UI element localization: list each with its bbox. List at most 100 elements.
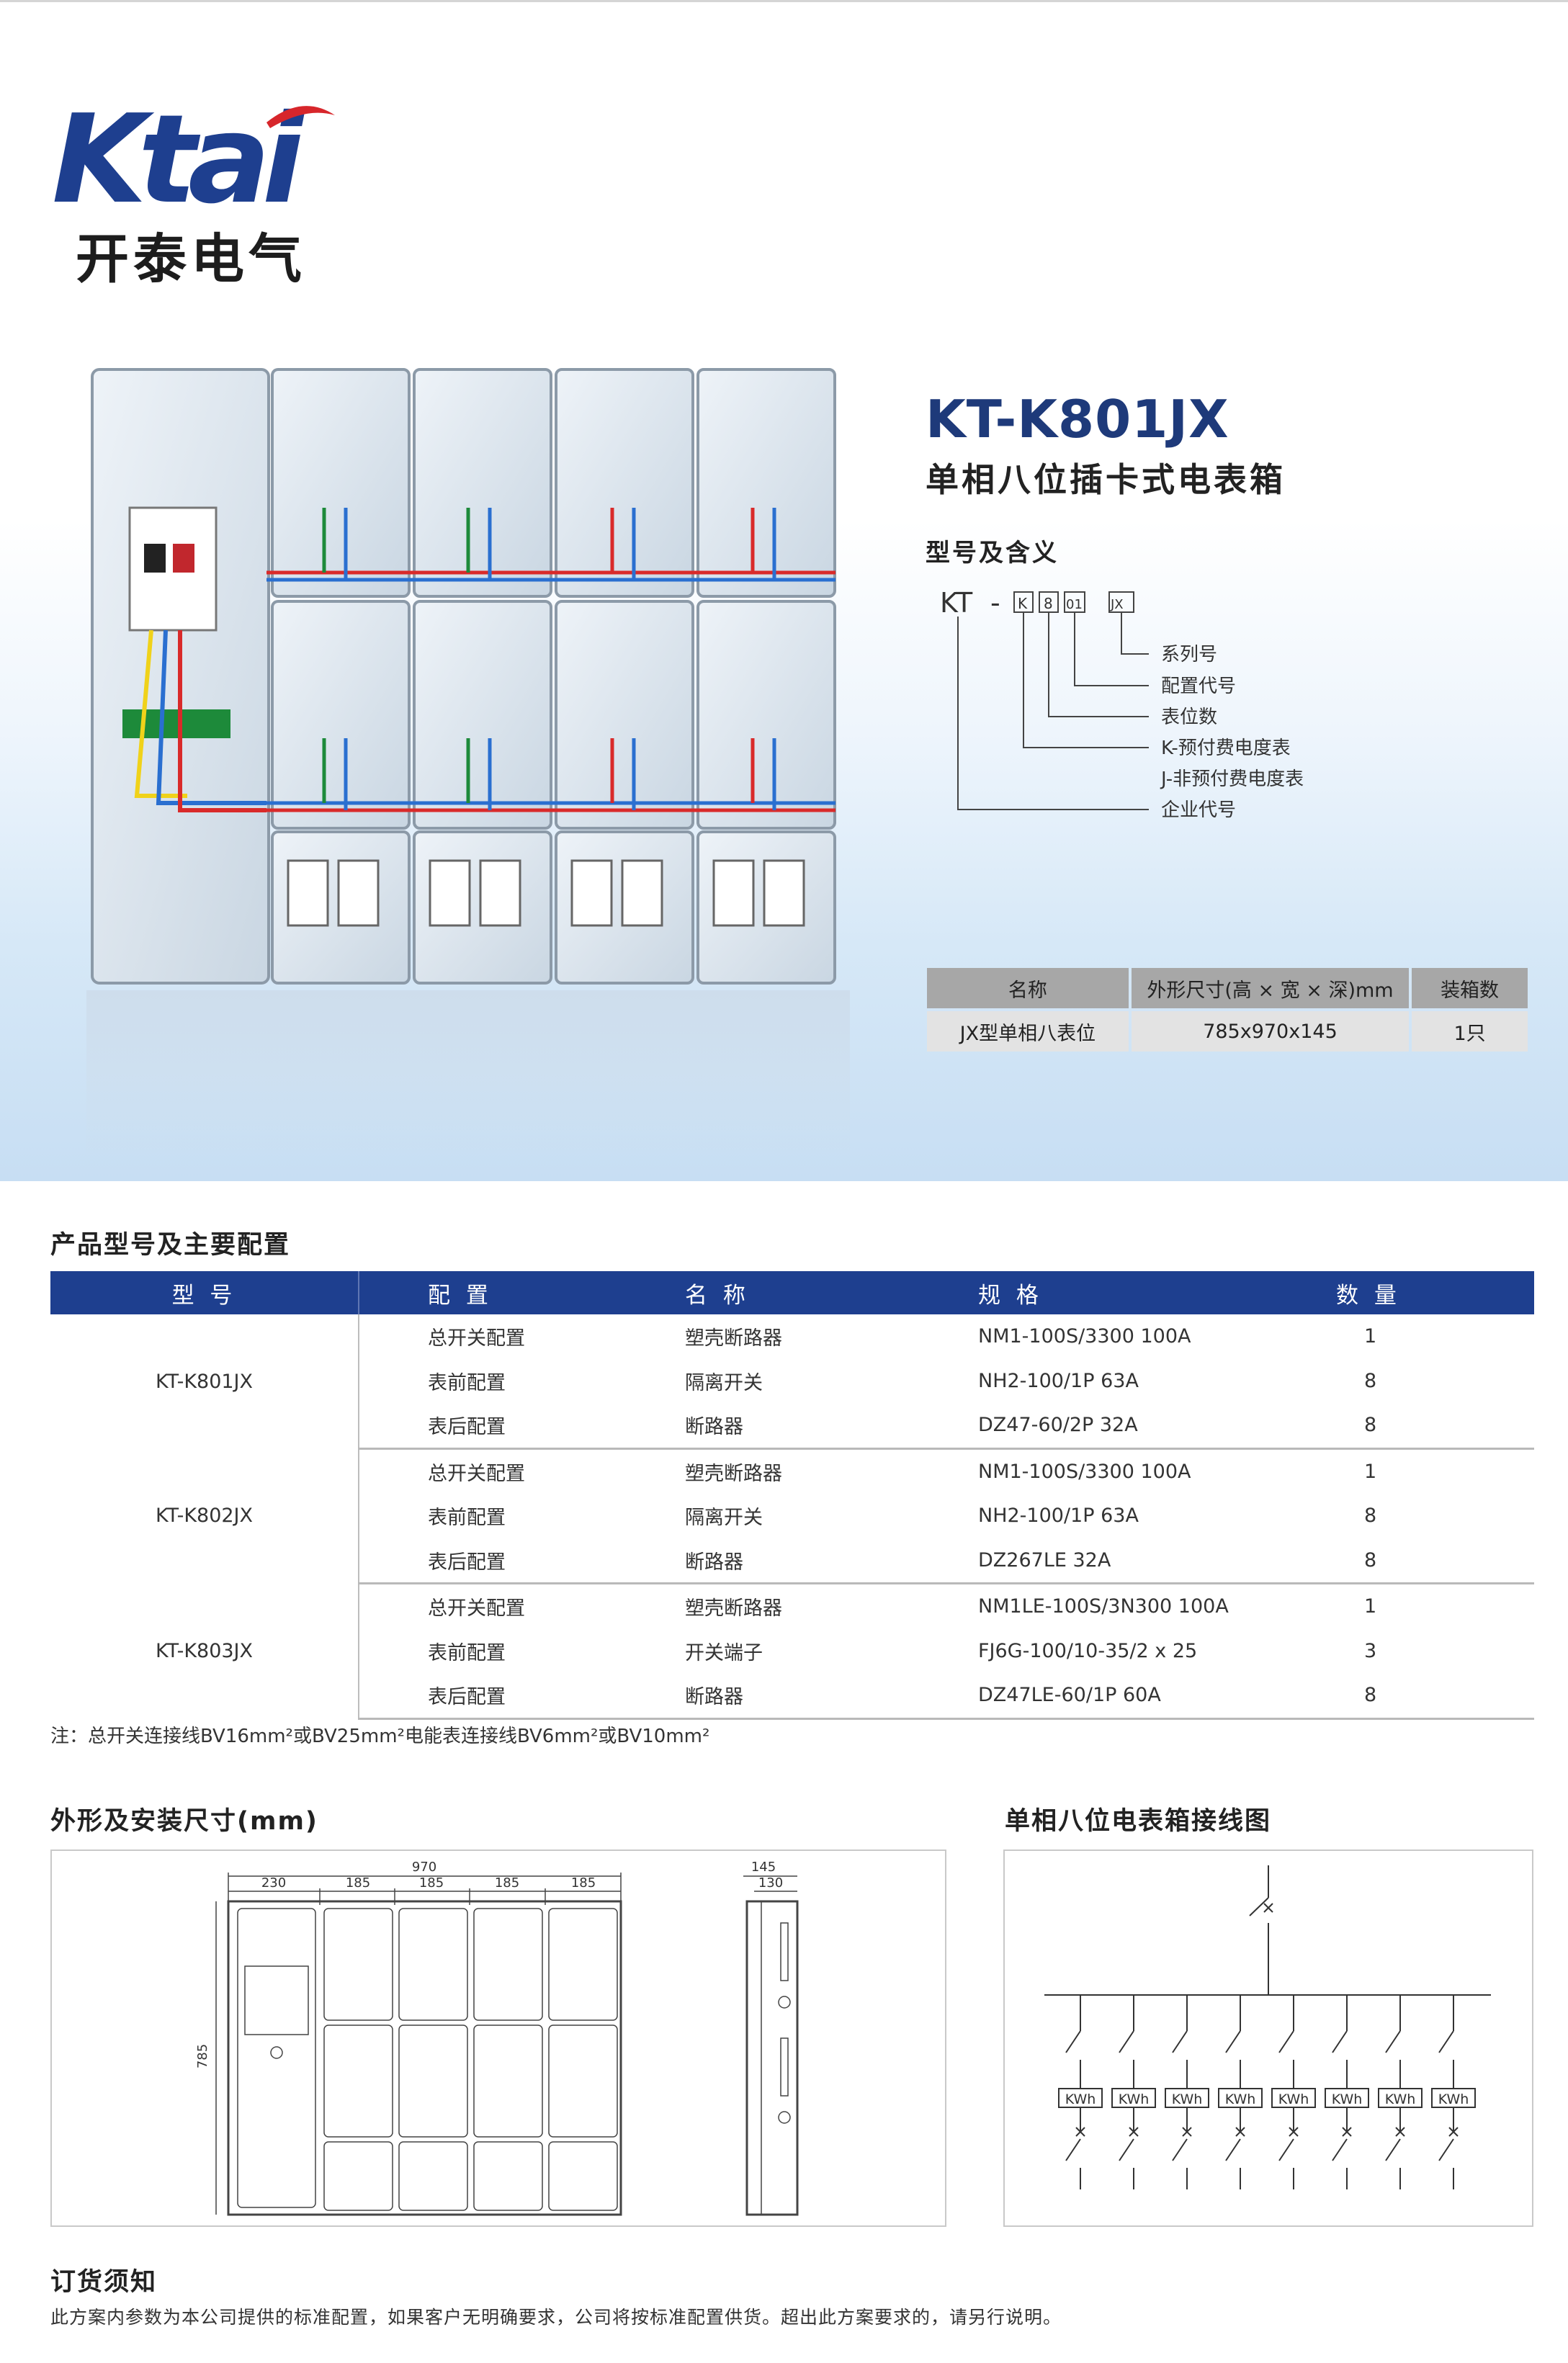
spec-header-size: 外形尺寸(高 × 宽 × 深)mm xyxy=(1131,968,1410,1008)
wire-note: 注：总开关连接线BV16mm²或BV25mm²电能表连接线BV6mm²或BV10… xyxy=(50,1726,710,1747)
model-meaning-title: 型号及含义 xyxy=(926,539,1059,568)
name-cell: 断路器 xyxy=(684,1538,977,1584)
dim-col-3: 185 xyxy=(419,1875,444,1891)
kwh-meter-label: KWh xyxy=(1119,2091,1150,2107)
config-header-spec: 规 格 xyxy=(977,1271,1335,1314)
qty-cell: 1 xyxy=(1364,1325,1377,1348)
table-row: 表后配置 断路器 DZ47LE-60/1P 60A 8 xyxy=(50,1673,1534,1720)
spec-cell: FJ6G-100/10-35/2 x 25 xyxy=(978,1639,1198,1662)
model-code-diagram: KT - K 8 01 JX 系列号 配置代号 表位数 K-预付费电度表 J-非… xyxy=(940,587,1304,821)
brand-name-cn: 开泰电气 xyxy=(76,228,306,290)
config-table: 型 号 配 置 名 称 规 格 数 量 KT-K801JX 总开关配置 塑壳断路… xyxy=(50,1271,1534,1720)
model-cell: KT-K802JX xyxy=(50,1448,359,1584)
dimensions-title: 外形及安装尺寸(mm) xyxy=(50,1807,318,1836)
dim-col-1: 230 xyxy=(261,1875,286,1891)
code-box-4: JX xyxy=(1110,597,1124,612)
spec-cell: NM1LE-100S/3N300 100A xyxy=(978,1595,1229,1618)
ktai-logo: Ktai xyxy=(52,94,335,216)
spec-cell: DZ47-60/2P 32A xyxy=(977,1403,1335,1450)
name-cell: 塑壳断路器 xyxy=(685,1462,782,1485)
legend-non-prepaid: J-非预付费电度表 xyxy=(1160,768,1304,790)
spec-table: 名称 外形尺寸(高 × 宽 × 深)mm 装箱数 JX型单相八表位 785x97… xyxy=(924,965,1531,1054)
kwh-meter-label: KWh xyxy=(1225,2091,1256,2107)
config-cell: 表后配置 xyxy=(359,1538,684,1584)
config-header-name: 名 称 xyxy=(684,1271,977,1314)
qty-cell: 1 xyxy=(1364,1595,1377,1618)
spec-cell: DZ47LE-60/1P 60A xyxy=(977,1673,1335,1720)
legend-series: 系列号 xyxy=(1161,644,1217,665)
config-cell: 总开关配置 xyxy=(428,1597,525,1620)
product-photo xyxy=(91,368,836,985)
config-cell: 表前配置 xyxy=(428,1641,506,1664)
dim-col-2: 185 xyxy=(346,1875,370,1891)
dim-col-4: 185 xyxy=(495,1875,519,1891)
legend-meter-count: 表位数 xyxy=(1161,707,1217,728)
config-header-config: 配 置 xyxy=(359,1271,684,1314)
table-row: 表后配置 断路器 DZ267LE 32A 8 xyxy=(50,1538,1534,1584)
dim-col-5: 185 xyxy=(571,1875,596,1891)
wiring-title: 单相八位电表箱接线图 xyxy=(1005,1807,1272,1836)
dimension-drawing: 970 230 185 185 185 185 145 130 785 xyxy=(195,1860,799,2216)
spec-cell-pack: 1只 xyxy=(1412,1011,1528,1052)
dimension-drawing-frame: 970 230 185 185 185 185 145 130 785 xyxy=(50,1849,946,2227)
meter-branch xyxy=(1111,1995,1156,2189)
config-header-qty: 数 量 xyxy=(1335,1271,1534,1314)
qty-cell: 8 xyxy=(1335,1673,1534,1720)
name-cell: 隔离开关 xyxy=(685,1371,763,1394)
table-row: 表后配置 断路器 DZ47-60/2P 32A 8 xyxy=(50,1403,1534,1450)
product-subtitle: 单相八位插卡式电表箱 xyxy=(926,460,1286,499)
table-row: KT-K803JX 总开关配置 塑壳断路器 NM1LE-100S/3N300 1… xyxy=(50,1583,1534,1718)
name-cell: 塑壳断路器 xyxy=(685,1597,782,1620)
spec-cell: NM1-100S/3300 100A xyxy=(978,1325,1191,1348)
name-cell: 开关端子 xyxy=(685,1641,763,1664)
table-row: KT-K801JX 总开关配置 塑壳断路器 NM1-100S/3300 100A… xyxy=(50,1314,1534,1448)
config-cell: 总开关配置 xyxy=(428,1462,525,1485)
table-row: 表前配置 隔离开关 NH2-100/1P 63A 8 xyxy=(50,1494,1534,1538)
spec-cell: DZ267LE 32A xyxy=(977,1538,1335,1584)
meter-branch xyxy=(1218,1995,1263,2189)
qty-cell: 3 xyxy=(1364,1639,1377,1662)
model-cell: KT-K803JX xyxy=(50,1583,359,1718)
code-box-1: K xyxy=(1018,595,1028,612)
config-cell: 表后配置 xyxy=(359,1403,684,1450)
dim-height: 785 xyxy=(195,2044,210,2068)
qty-cell: 8 xyxy=(1335,1403,1534,1450)
meter-branch xyxy=(1431,1995,1476,2189)
meter-branch xyxy=(1058,1995,1103,2189)
meter-branch xyxy=(1165,1995,1209,2189)
qty-cell: 1 xyxy=(1364,1460,1377,1483)
spec-cell: NH2-100/1P 63A xyxy=(978,1505,1139,1528)
legend-config-code: 配置代号 xyxy=(1161,676,1236,697)
meter-branch xyxy=(1378,1995,1423,2189)
config-header-model: 型 号 xyxy=(50,1271,359,1314)
dim-total-width: 970 xyxy=(412,1860,436,1875)
order-notice-text: 此方案内参数为本公司提供的标准配置，如果客户无明确要求，公司将按标准配置供货。超… xyxy=(50,2307,1062,2328)
photo-reflection xyxy=(86,990,850,1156)
legend-prepaid: K-预付费电度表 xyxy=(1161,737,1291,759)
logo-wordmark: Ktai xyxy=(52,94,306,216)
dim-depth-inner: 130 xyxy=(758,1875,783,1891)
code-prefix: KT xyxy=(940,587,973,619)
spec-header-name: 名称 xyxy=(927,968,1129,1008)
product-model-title: KT-K801JX xyxy=(926,389,1229,449)
kwh-meter-label: KWh xyxy=(1438,2091,1469,2107)
name-cell: 隔离开关 xyxy=(685,1507,763,1530)
spec-cell: NM1-100S/3300 100A xyxy=(978,1460,1191,1483)
qty-cell: 8 xyxy=(1364,1369,1377,1392)
table-row: 表前配置 开关端子 FJ6G-100/10-35/2 x 25 3 xyxy=(50,1629,1534,1674)
kwh-meter-label: KWh xyxy=(1332,2091,1363,2107)
kwh-meter-label: KWh xyxy=(1278,2091,1309,2107)
top-divider xyxy=(0,0,1568,2)
dim-depth-outer: 145 xyxy=(751,1860,776,1875)
spec-header-pack: 装箱数 xyxy=(1412,968,1528,1008)
kwh-meter-label: KWh xyxy=(1172,2091,1203,2107)
model-cell: KT-K801JX xyxy=(50,1314,359,1448)
code-dash: - xyxy=(990,587,1000,619)
name-cell: 塑壳断路器 xyxy=(685,1327,782,1350)
kwh-meter-label: KWh xyxy=(1065,2091,1096,2107)
spec-cell: NH2-100/1P 63A xyxy=(978,1369,1139,1392)
config-cell: 表后配置 xyxy=(359,1673,684,1720)
name-cell: 断路器 xyxy=(684,1673,977,1720)
